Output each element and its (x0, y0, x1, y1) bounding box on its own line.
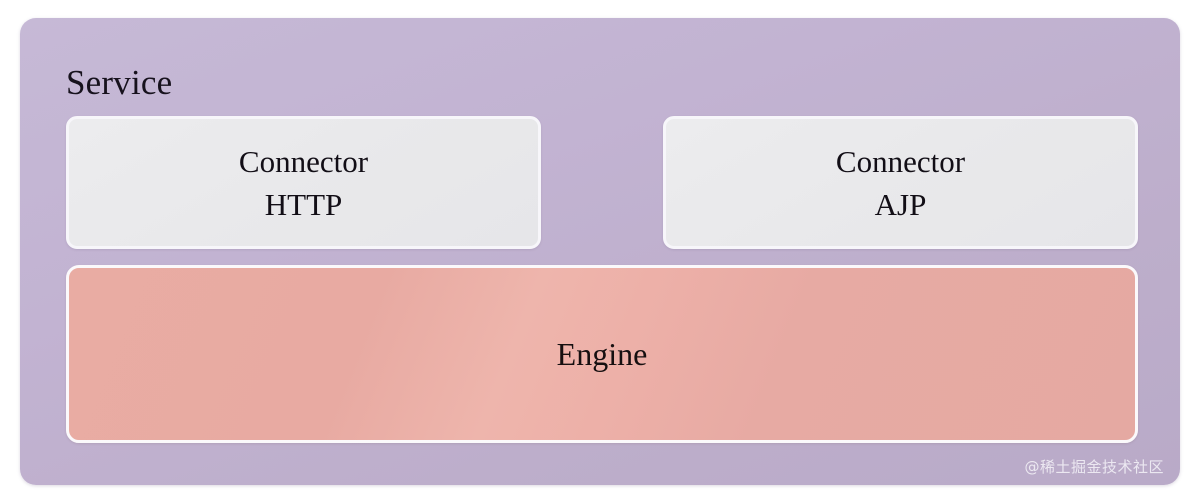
connector-ajp-protocol: AJP (874, 186, 927, 222)
watermark-text: @稀土掘金技术社区 (1024, 458, 1164, 476)
engine-box[interactable]: Engine (66, 265, 1138, 443)
connector-row: Connector HTTP Connector AJP (66, 116, 1138, 249)
service-container: Service Connector HTTP Connector AJP Eng… (20, 18, 1180, 485)
connector-http-name: Connector (238, 143, 369, 179)
connector-box-http[interactable]: Connector HTTP (66, 116, 541, 249)
connector-http-protocol: HTTP (264, 186, 343, 222)
engine-label: Engine (556, 336, 648, 372)
connector-ajp-name: Connector (835, 143, 966, 179)
connector-box-ajp[interactable]: Connector AJP (663, 116, 1138, 249)
service-title: Service (66, 63, 173, 102)
